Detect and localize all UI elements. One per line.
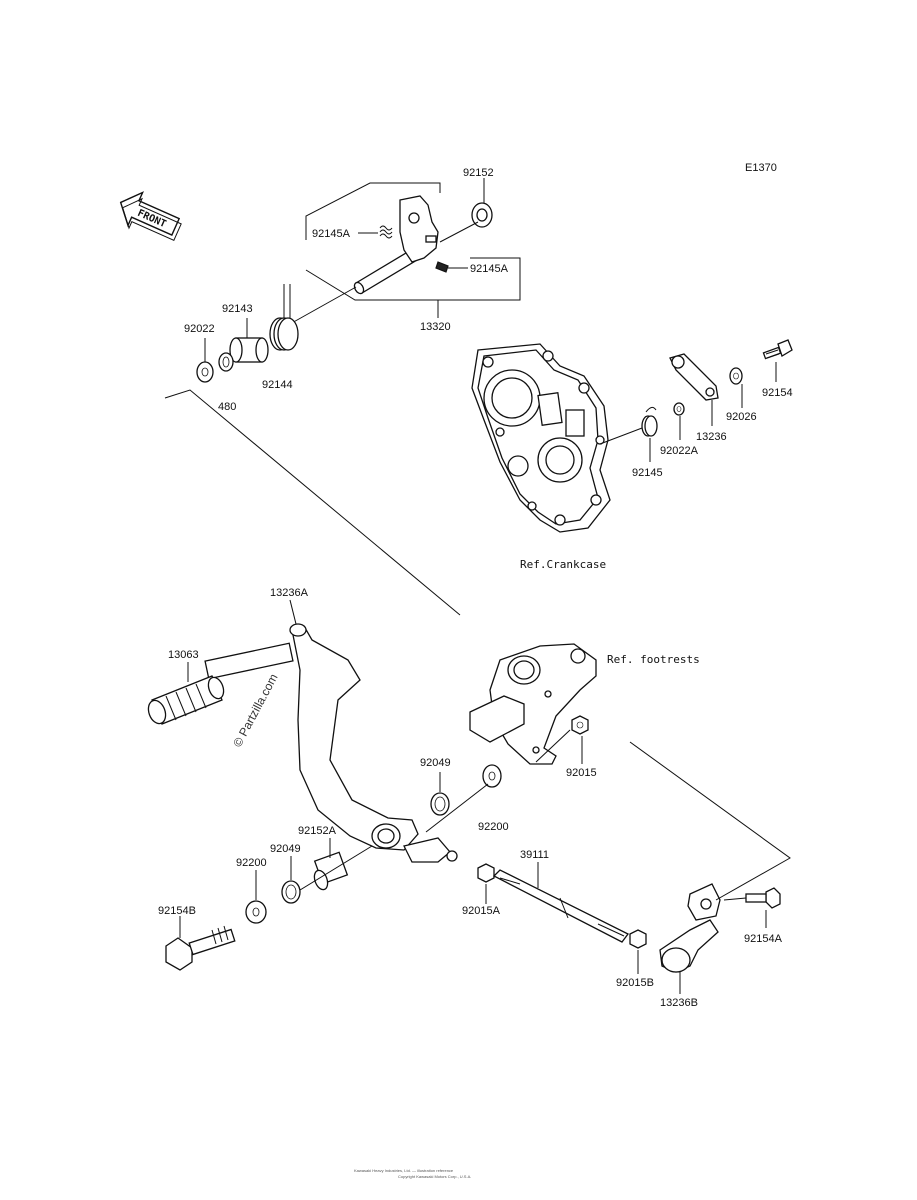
watermark: © Partzilla.com	[230, 671, 280, 749]
bolt-92154A	[745, 887, 781, 909]
nut-92015B	[629, 929, 647, 949]
label-92145: 92145	[632, 467, 663, 479]
ref-footrests-label: Ref. footrests	[607, 653, 700, 666]
label-13236A: 13236A	[270, 587, 309, 599]
oil-seal-92049-lower	[281, 880, 301, 904]
diagram-code: E1370	[745, 162, 777, 174]
shift-shaft	[289, 246, 423, 325]
bolt-92154	[762, 339, 793, 360]
spring-92145A-lower-icon	[435, 261, 449, 273]
washer-92022	[196, 361, 214, 383]
label-92152: 92152	[463, 167, 494, 179]
shift-lever-13236	[669, 353, 719, 401]
label-39111: 39111	[520, 849, 549, 861]
label-92022A: 92022A	[660, 445, 699, 457]
label-92049-upper: 92049	[420, 757, 451, 769]
tie-rod-39111	[492, 869, 629, 943]
shift-arm-plate	[399, 195, 439, 263]
footer-line-2: Copyright Kawasaki Motors Corp., U.S.A.	[398, 1174, 471, 1179]
label-92026: 92026	[726, 411, 757, 423]
label-92154: 92154	[762, 387, 793, 399]
washer-92200-upper	[482, 764, 502, 788]
label-92200-upper: 92200	[478, 821, 509, 833]
washer-92022A	[673, 402, 685, 416]
label-13236: 13236	[696, 431, 727, 443]
footer-line-1: Kawasaki Heavy Industries, Ltd. — illust…	[354, 1168, 454, 1173]
label-13236B: 13236B	[660, 997, 698, 1009]
ref-crankcase-label: Ref.Crankcase	[520, 558, 606, 571]
circlip-480	[218, 352, 234, 372]
spring-92145	[641, 406, 658, 437]
return-spring-92144	[269, 284, 299, 351]
front-arrow-icon: FRONT	[119, 191, 182, 242]
spring-92145A-upper-icon	[379, 225, 393, 239]
bracket-13320	[305, 182, 441, 240]
oil-seal-92049-upper	[430, 792, 450, 816]
label-92145A-upper: 92145A	[312, 228, 351, 240]
washer-92026	[729, 367, 743, 385]
joint-13236B	[659, 883, 721, 973]
label-92015A: 92015A	[462, 905, 501, 917]
label-13063: 13063	[168, 649, 199, 661]
guide-line-right	[629, 741, 791, 901]
label-480: 480	[218, 401, 236, 413]
nut-92015A	[477, 863, 495, 883]
nut-92015	[571, 715, 589, 735]
label-92200-lower: 92200	[236, 857, 267, 869]
label-92154A: 92154A	[744, 933, 783, 945]
label-92152A: 92152A	[298, 825, 337, 837]
footrest-bracket	[469, 643, 597, 765]
label-92145A-lower: 92145A	[470, 263, 509, 275]
crankcase-cover	[471, 343, 611, 533]
bolt-92154B	[165, 925, 236, 971]
label-92144: 92144	[262, 379, 293, 391]
label-92143: 92143	[222, 303, 253, 315]
shift-rubber-13063	[147, 675, 225, 725]
oil-seal-92152	[471, 202, 493, 228]
label-92049-lower: 92049	[270, 843, 301, 855]
label-92015: 92015	[566, 767, 597, 779]
bracket-13320-lower	[305, 257, 521, 301]
label-13320: 13320	[420, 321, 451, 333]
washer-92200-lower	[245, 900, 267, 924]
shift-pedal-13236A	[204, 623, 458, 863]
label-92154B: 92154B	[158, 905, 196, 917]
label-92022: 92022	[184, 323, 215, 335]
guide-line-left	[164, 389, 461, 616]
collar-92143	[229, 337, 269, 363]
label-92015B: 92015B	[616, 977, 654, 989]
